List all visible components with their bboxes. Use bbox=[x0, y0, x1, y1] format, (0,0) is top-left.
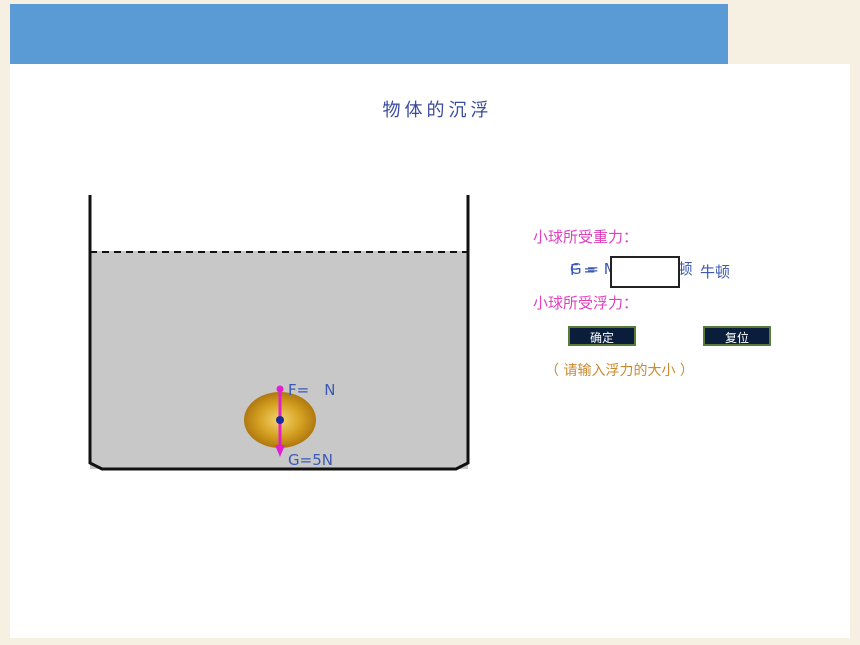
beaker-outline bbox=[88, 195, 470, 471]
buoyancy-unit: 牛顿 bbox=[700, 263, 731, 281]
gravity-force-label: G=5N bbox=[288, 451, 333, 469]
reset-button[interactable]: 复位 bbox=[703, 326, 771, 346]
gravity-arrow-head bbox=[275, 445, 285, 457]
buoyancy-arrow-tip bbox=[276, 385, 284, 393]
gravity-heading: 小球所受重力： bbox=[533, 228, 639, 246]
buoyancy-prefix: F = bbox=[570, 261, 596, 279]
header-bar bbox=[10, 4, 728, 64]
buoyancy-input[interactable] bbox=[610, 256, 680, 288]
input-hint: （ 请输入浮力的大小 ） bbox=[545, 363, 694, 379]
confirm-button[interactable]: 确定 bbox=[568, 326, 636, 346]
page-title: 物体的沉浮 bbox=[382, 100, 493, 121]
beaker: F= N G=5N bbox=[88, 195, 470, 471]
buoyancy-heading: 小球所受浮力： bbox=[533, 294, 639, 312]
buoyancy-force-label: F= N bbox=[288, 381, 335, 399]
ball-center bbox=[276, 416, 284, 424]
